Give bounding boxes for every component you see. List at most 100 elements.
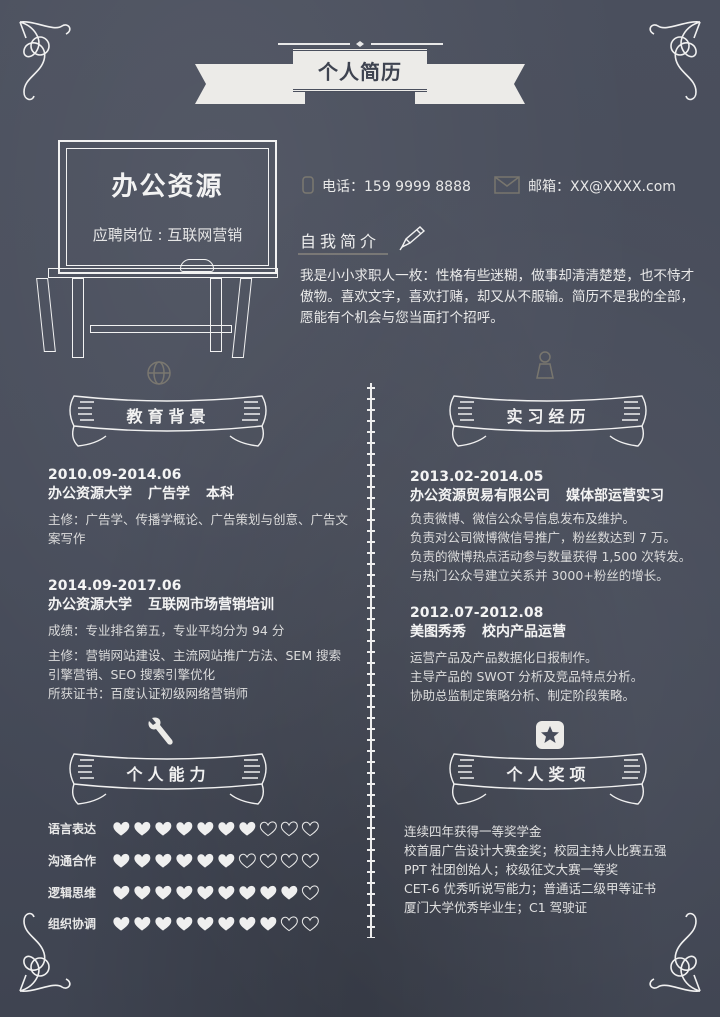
heart-empty-icon: [280, 820, 299, 837]
easel-leg: [231, 278, 253, 358]
heart-empty-icon: [238, 852, 257, 869]
internship-details: 负责微博、微信公众号信息发布及维护。 负责对公司微博微信号推广，粉丝数达到 7 …: [410, 509, 710, 585]
internship-detail-line: 协助总监制定策略分析、制定阶段策略。: [410, 688, 636, 703]
page-title: 个人简历: [318, 59, 402, 84]
major-name: 互联网市场营销培训: [148, 597, 274, 613]
heart-empty-icon: [280, 915, 299, 932]
skill-row: 语言表达: [48, 818, 320, 838]
heart-filled-icon: [196, 884, 215, 901]
internship-date: 2013.02-2014.05: [410, 469, 544, 485]
education-details: 成绩：专业排名第五，专业平均分为 94 分 主修：营销网站建设、主流网站推广方法…: [48, 621, 348, 703]
email-text: 邮箱：XX@XXXX.com: [528, 179, 676, 195]
heart-filled-icon: [217, 820, 236, 837]
skill-rating: [112, 820, 320, 837]
title-banner: 个人简历: [195, 48, 525, 108]
internship-detail-line: 负责微博、微信公众号信息发布及维护。: [410, 511, 636, 526]
school-name: 办公资源大学: [48, 486, 132, 502]
internship-date: 2012.07-2012.08: [410, 605, 544, 621]
heart-filled-icon: [112, 915, 131, 932]
contact-phone: 电话：159 9999 8888: [302, 176, 471, 198]
corner-ornament-bottom-left: [14, 907, 76, 997]
heart-filled-icon: [154, 820, 173, 837]
skills-section-ribbon: 个人能力: [66, 748, 271, 810]
heart-filled-icon: [238, 884, 257, 901]
phone-icon: [302, 176, 314, 198]
heart-filled-icon: [238, 915, 257, 932]
heart-empty-icon: [301, 852, 320, 869]
education-entry: 2010.09-2014.06 办公资源大学广告学本科 主修：广告学、传播学概论…: [48, 466, 348, 548]
award-item: 厦门大学优秀毕业生；C1 驾驶证: [404, 900, 588, 915]
internship-detail-line: 负责的微博热点活动参与数量获得 1,500 次转发。: [410, 549, 692, 564]
blackboard-ledge: [48, 268, 278, 278]
globe-icon: [146, 360, 172, 390]
internship-detail-line: 与热门公众号建立关系并 3000+粉丝的增长。: [410, 568, 669, 583]
blackboard-frame: 办公资源 应聘岗位 : 互联网营销: [58, 140, 277, 274]
corner-ornament-top-right: [644, 16, 706, 106]
education-school-line: 办公资源大学互联网市场营销培训: [48, 595, 348, 615]
self-intro-text: 我是小小求职人一枚：性格有些迷糊，做事却清清楚楚，也不恃才傲物。喜欢文字，喜欢打…: [300, 268, 695, 326]
awards-list: 连续四年获得一等奖学金 校首届广告设计大赛金奖；校园主持人比赛五强 PPT 社团…: [404, 822, 667, 917]
heart-filled-icon: [133, 820, 152, 837]
heart-filled-icon: [217, 884, 236, 901]
heart-filled-icon: [280, 884, 299, 901]
skill-label: 组织协调: [48, 916, 97, 931]
pencil-icon: [398, 225, 426, 251]
skill-label: 逻辑思维: [48, 885, 97, 900]
heart-filled-icon: [175, 884, 194, 901]
contact-email: 邮箱：XX@XXXX.com: [494, 176, 676, 198]
self-intro-underline: [298, 253, 388, 255]
heart-filled-icon: [112, 852, 131, 869]
heart-empty-icon: [259, 820, 278, 837]
awards-section-ribbon: 个人奖项: [446, 748, 651, 810]
internship-company-line: 办公资源贸易有限公司媒体部运营实习: [410, 486, 710, 506]
major-name: 广告学: [148, 486, 190, 502]
education-entry: 2014.09-2017.06 办公资源大学互联网市场营销培训 成绩：专业排名第…: [48, 577, 348, 703]
banner-center: 个人简历: [293, 48, 427, 92]
internship-entry: 2013.02-2014.05 办公资源贸易有限公司媒体部运营实习 负责微博、微…: [410, 468, 710, 585]
skill-row: 沟通合作: [48, 850, 320, 870]
center-divider: [366, 383, 376, 938]
role-name: 校内产品运营: [482, 624, 566, 640]
heart-filled-icon: [196, 915, 215, 932]
skill-rating: [112, 915, 320, 932]
easel-crossbar: [90, 325, 232, 333]
wrench-icon: [148, 716, 176, 752]
heart-filled-icon: [112, 820, 131, 837]
phone-text: 电话：159 9999 8888: [322, 179, 471, 195]
education-detail-line: 主修：营销网站建设、主流网站推广方法、SEM 搜索引擎营销、SEO 搜索引擎优化: [48, 648, 342, 682]
star-badge-icon: [535, 720, 565, 754]
heart-filled-icon: [259, 915, 278, 932]
award-item: CET-6 优秀听说写能力；普通话二级甲等证书: [404, 881, 657, 896]
person-icon: [534, 350, 556, 384]
heart-filled-icon: [133, 852, 152, 869]
banner-wing-left: [195, 64, 305, 104]
internship-detail-line: 主导产品的 SWOT 分析及竞品特点分析。: [410, 669, 644, 684]
heart-filled-icon: [238, 820, 257, 837]
company-name: 办公资源贸易有限公司: [410, 488, 550, 504]
title-ornament-line: [278, 32, 443, 47]
heart-filled-icon: [154, 915, 173, 932]
award-item: PPT 社团创始人；校级征文大赛一等奖: [404, 862, 619, 877]
internship-detail-line: 运营产品及产品数据化日报制作。: [410, 650, 598, 665]
heart-filled-icon: [175, 852, 194, 869]
envelope-icon: [494, 176, 520, 198]
skill-row: 组织协调: [48, 913, 320, 933]
skills-title: 个人能力: [126, 765, 211, 784]
easel-leg: [210, 278, 222, 352]
education-school-line: 办公资源大学广告学本科: [48, 484, 348, 504]
award-item: 连续四年获得一等奖学金: [404, 824, 542, 839]
skill-rating: [112, 852, 320, 869]
education-section-ribbon: 教育背景: [66, 390, 271, 452]
heart-filled-icon: [175, 915, 194, 932]
education-details: 主修：广告学、传播学概论、广告策划与创意、广告文案写作: [48, 510, 348, 548]
education-detail-line: 所获证书：百度认证初级网络营销师: [48, 686, 249, 701]
education-title: 教育背景: [126, 407, 211, 426]
heart-filled-icon: [196, 852, 215, 869]
internship-title: 实习经历: [506, 407, 591, 426]
heart-filled-icon: [133, 884, 152, 901]
job-position: 应聘岗位 : 互联网营销: [92, 226, 243, 244]
skill-label: 语言表达: [48, 821, 97, 836]
heart-empty-icon: [301, 820, 320, 837]
degree-name: 本科: [206, 486, 234, 502]
